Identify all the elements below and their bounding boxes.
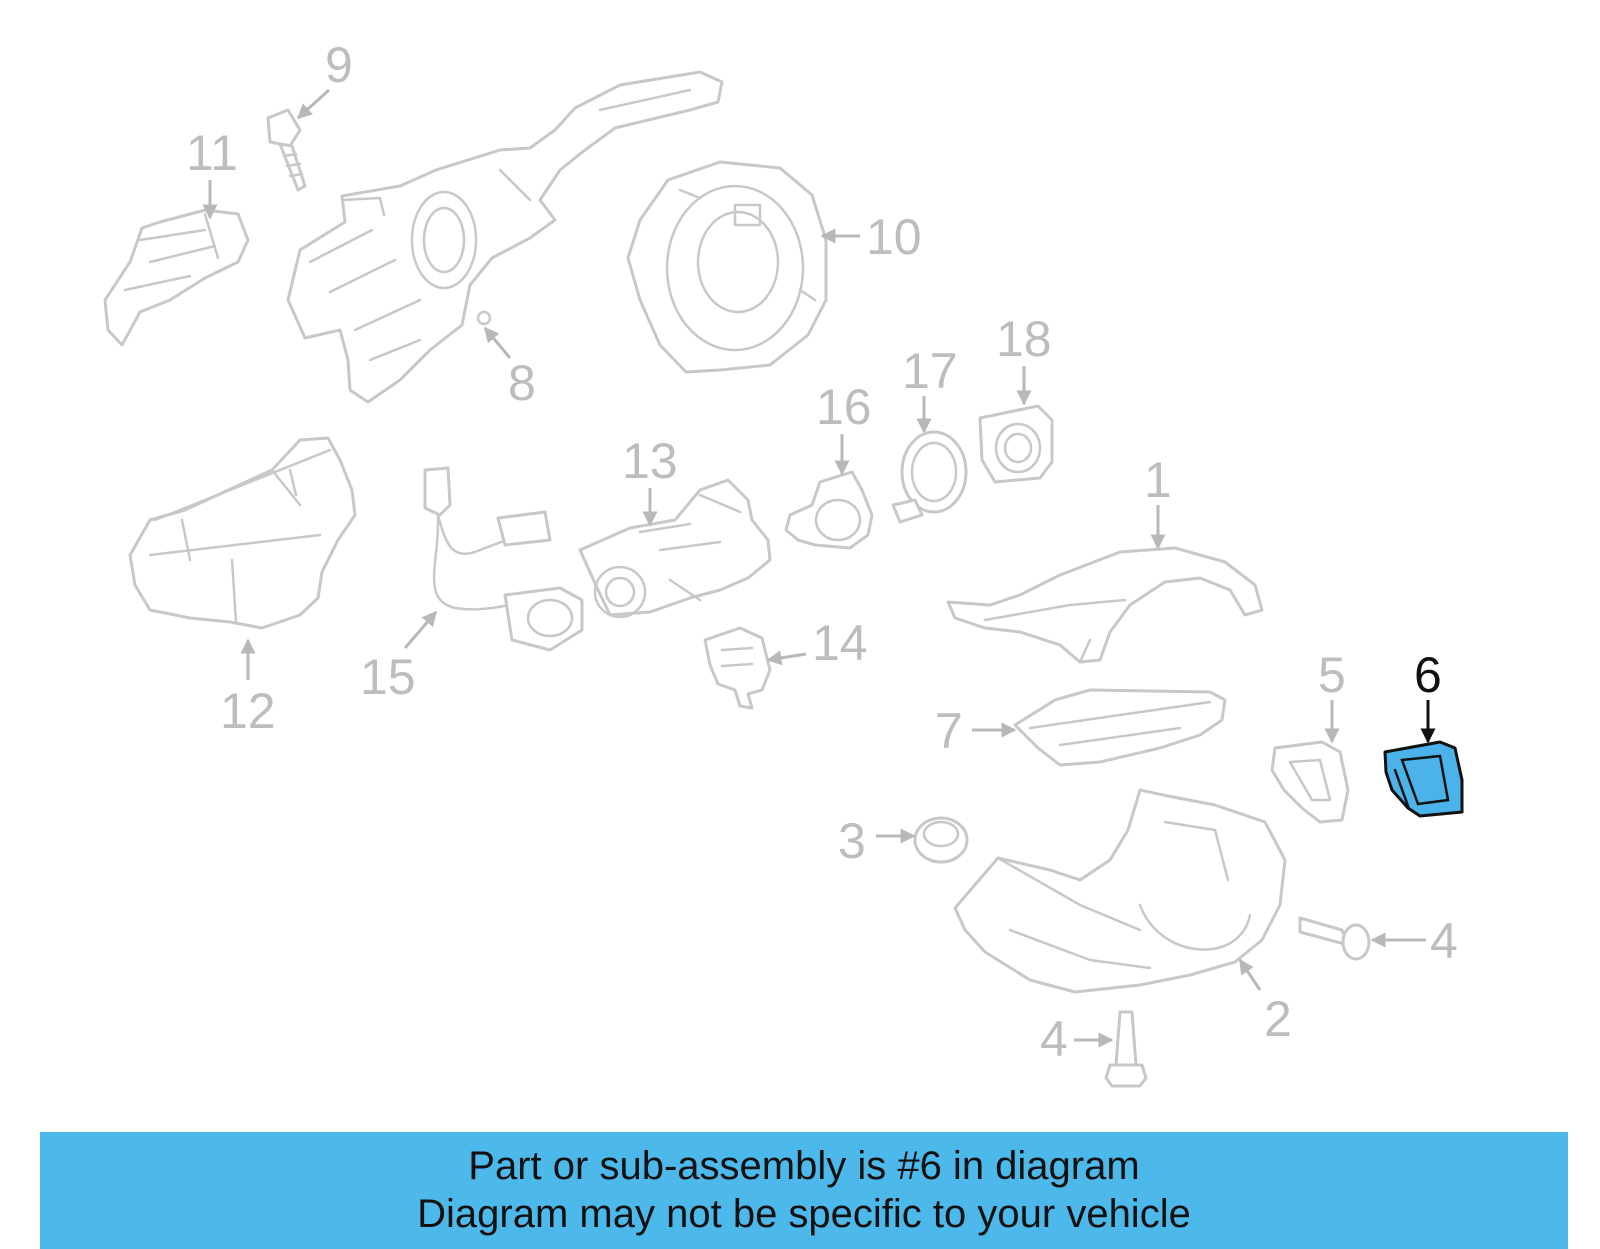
callout-18: 18	[996, 311, 1052, 367]
callout-4-lower: 4	[1040, 1011, 1068, 1067]
part-14-bracket[interactable]	[703, 626, 772, 710]
part-12-lower-trim[interactable]	[128, 436, 357, 630]
callout-12: 12	[220, 683, 276, 739]
part-2-lower-cover[interactable]	[953, 788, 1287, 994]
callout-4-right: 4	[1430, 913, 1458, 969]
banner-part-note: Part or sub-assembly is #6 in diagram	[468, 1144, 1140, 1188]
part-1-upper-cover[interactable]	[946, 546, 1264, 664]
part-16-lock-cylinder[interactable]	[784, 470, 874, 550]
callout-14: 14	[812, 615, 868, 671]
leader-arrows	[202, 88, 1436, 1048]
callout-17: 17	[902, 343, 958, 399]
part-4-screw-right[interactable]	[1298, 916, 1371, 961]
part-4-screw-lower[interactable]	[1104, 1010, 1148, 1088]
callout-16: 16	[816, 379, 872, 435]
part-8-combination-switch[interactable]	[286, 70, 724, 404]
part-13-lock-housing[interactable]	[578, 478, 772, 619]
callout-7: 7	[935, 703, 963, 759]
callout-8: 8	[508, 355, 536, 411]
callout-6-highlighted: 6	[1414, 647, 1442, 703]
callout-5: 5	[1318, 647, 1346, 703]
part-3-grommet[interactable]	[913, 816, 969, 864]
part-5-clip[interactable]	[1270, 740, 1350, 824]
part-18-bezel[interactable]	[978, 404, 1054, 484]
part-11-switch-bracket[interactable]	[103, 208, 250, 347]
callout-labels: 9 11 10 8 18 17 16 13 1 12 15 14 7 5 6 3…	[186, 37, 1458, 1067]
part-17-trim-ring[interactable]	[891, 430, 968, 524]
part-10-clock-spring[interactable]	[626, 160, 828, 374]
info-banner: Part or sub-assembly is #6 in diagram Di…	[40, 1132, 1568, 1249]
callout-15: 15	[360, 649, 416, 705]
callout-13: 13	[622, 433, 678, 489]
part-7-trim-panel[interactable]	[1013, 688, 1227, 767]
callout-1: 1	[1144, 452, 1172, 508]
part-9-bolt[interactable]	[266, 108, 307, 192]
callout-10: 10	[866, 209, 922, 265]
callout-11: 11	[186, 125, 238, 181]
callout-3: 3	[838, 813, 866, 869]
banner-disclaimer: Diagram may not be specific to your vehi…	[417, 1192, 1191, 1236]
part-6-highlighted-clip[interactable]	[1383, 740, 1464, 818]
part-15-harness[interactable]	[423, 466, 584, 652]
callout-9: 9	[325, 37, 353, 93]
callout-2: 2	[1264, 991, 1292, 1047]
